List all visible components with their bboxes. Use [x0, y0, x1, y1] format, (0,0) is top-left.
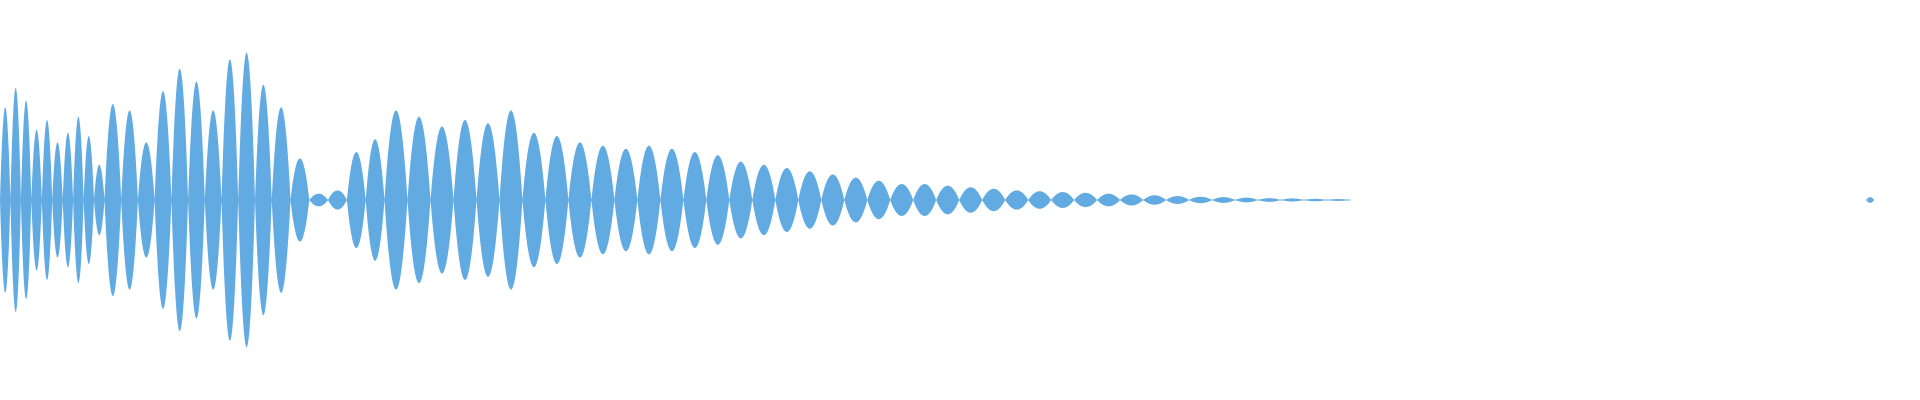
- trailing-sound-blip: [1866, 197, 1875, 203]
